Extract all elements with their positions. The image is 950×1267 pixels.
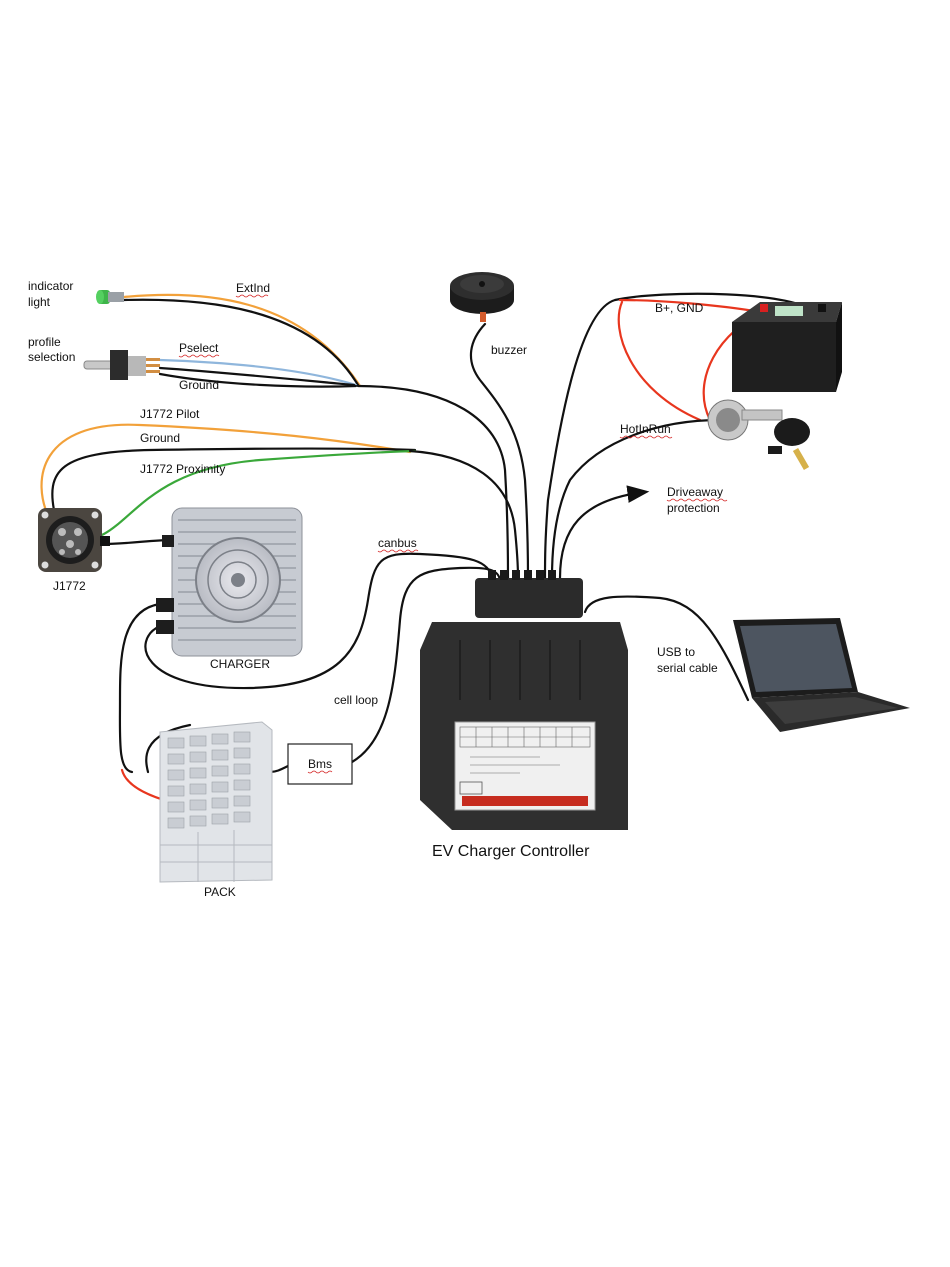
- j1772-pilot-label: J1772 Pilot: [140, 407, 200, 421]
- ev-charger-controller-icon: [420, 570, 628, 830]
- usb-label-2: serial cable: [657, 661, 718, 675]
- extind-label: ExtInd: [236, 281, 270, 295]
- canbus-label: canbus: [378, 536, 417, 550]
- battery-pack-icon: [160, 722, 272, 882]
- j1772-connector-icon: [38, 508, 110, 572]
- indicator-light-label-2: light: [28, 295, 51, 309]
- pack-label: PACK: [204, 885, 236, 899]
- profile-switch-icon: [84, 350, 160, 380]
- profile-selection-label-1: profile: [28, 335, 61, 349]
- wire-j1772-pilot: [42, 425, 410, 520]
- buzzer-icon: [450, 272, 514, 322]
- wire-j1772-ground: [52, 449, 415, 516]
- profile-selection-label-2: selection: [28, 350, 75, 364]
- battery-icon: [732, 302, 842, 392]
- wire-bms-pack: [270, 766, 288, 772]
- laptop-icon: [733, 618, 910, 732]
- charger-label: CHARGER: [210, 657, 270, 671]
- usb-label-1: USB to: [657, 645, 695, 659]
- driveaway-label-2: protection: [667, 501, 720, 515]
- driveaway-label-1: Driveaway: [667, 485, 723, 499]
- pselect-label: Pselect: [179, 341, 219, 355]
- ground-label-top: Ground: [179, 378, 219, 392]
- hotinrun-label: HotInRun: [620, 422, 671, 436]
- bms-label: Bms: [308, 757, 332, 771]
- wire-j1772-charger: [100, 540, 172, 544]
- wire-hotinrun-black: [552, 420, 720, 578]
- ignition-key-icon: [708, 400, 810, 470]
- j1772-label: J1772: [53, 579, 86, 593]
- wire-hotinrun-red-2: [619, 302, 700, 420]
- wire-driveaway: [560, 492, 645, 578]
- indicator-light-icon: [96, 290, 124, 304]
- charger-icon: [156, 508, 302, 656]
- indicator-light-label-1: indicator: [28, 279, 73, 293]
- ground-label-mid: Ground: [140, 431, 180, 445]
- buzzer-label: buzzer: [491, 343, 527, 357]
- j1772-proximity-label: J1772 Proximity: [140, 462, 225, 476]
- wire-buzzer: [471, 324, 528, 578]
- b-plus-gnd-label: B+, GND: [655, 301, 704, 315]
- cell-loop-label: cell loop: [334, 693, 378, 707]
- controller-label: EV Charger Controller: [432, 843, 590, 860]
